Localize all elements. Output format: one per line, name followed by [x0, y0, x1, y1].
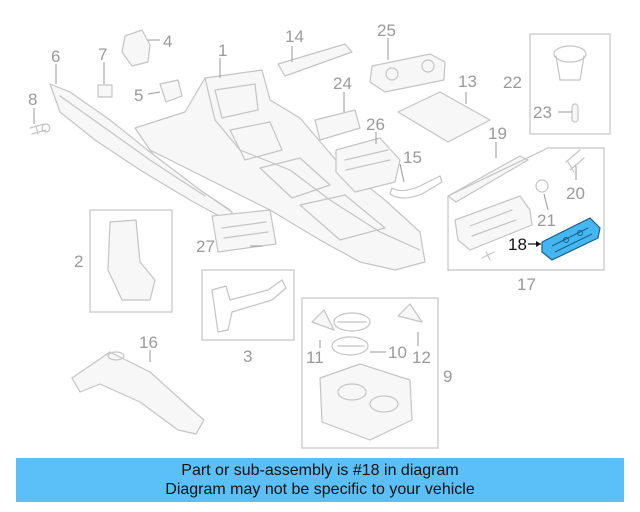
part-insert-23	[571, 103, 579, 123]
callout-10: 10	[388, 343, 407, 362]
group-box-3	[201, 269, 295, 341]
leader-21	[543, 193, 549, 211]
callout-18[interactable]: 18	[508, 235, 527, 254]
group-box-9	[301, 297, 439, 449]
part-pad-13	[397, 91, 491, 143]
part-bracket-4	[121, 29, 151, 67]
part-bracket-2	[107, 219, 156, 301]
part-center-console	[134, 69, 426, 271]
part-socket-22	[553, 45, 587, 81]
banner-line-part-number: Part or sub-assembly is #18 in diagram	[181, 462, 459, 479]
group-box-2	[89, 209, 173, 313]
callout-2: 2	[74, 252, 83, 271]
part-fastener-21	[535, 179, 549, 193]
leader-15	[399, 163, 405, 183]
part-bracket-3	[211, 279, 287, 333]
part-clip-5	[159, 79, 183, 103]
callout-8: 8	[28, 90, 37, 109]
callout-15: 15	[403, 148, 422, 167]
group-box-22	[529, 33, 611, 135]
callout-12: 12	[412, 348, 431, 367]
callout-22: 22	[503, 73, 522, 92]
group-box-17	[447, 147, 605, 271]
part-screw-8	[29, 123, 51, 135]
part-usb-module-17	[454, 195, 533, 251]
callout-20: 20	[566, 184, 585, 203]
callout-27: 27	[196, 237, 215, 256]
callout-9: 9	[443, 367, 452, 386]
part-insert-11	[311, 309, 335, 331]
part-panel-14	[277, 43, 353, 77]
callout-1: 1	[218, 41, 227, 60]
part-insert-12	[397, 303, 423, 323]
part-connector-20	[565, 149, 585, 173]
part-18-highlighted[interactable]	[541, 217, 601, 261]
callout-16: 16	[139, 333, 158, 352]
callout-26: 26	[366, 115, 385, 134]
callout-25: 25	[377, 21, 396, 40]
callout-6: 6	[51, 47, 60, 66]
callout-23: 23	[533, 103, 552, 122]
part-mat-10	[331, 312, 371, 356]
part-switch-24	[314, 109, 361, 141]
callout-19: 19	[488, 124, 507, 143]
part-clip-7	[97, 84, 113, 98]
callout-7: 7	[98, 45, 107, 64]
parts-diagram: 1 2 3 4 5 6 7 8 9 10 11 12 13 14 15 16 1…	[28, 21, 611, 449]
part-switch-27	[211, 209, 277, 253]
callout-14: 14	[285, 27, 304, 46]
part-cupholder-9	[319, 363, 413, 441]
part-switch-panel-26	[335, 137, 401, 193]
callout-11: 11	[306, 348, 324, 367]
info-banner: Part or sub-assembly is #18 in diagram D…	[16, 458, 624, 502]
callout-17: 17	[517, 275, 536, 294]
part-screw-17	[481, 251, 495, 261]
part-air-duct-16	[71, 351, 205, 435]
callout-24: 24	[333, 74, 352, 93]
part-handle-15	[389, 175, 443, 199]
callout-13: 13	[458, 72, 477, 91]
callout-4: 4	[163, 32, 172, 51]
callout-21: 21	[537, 211, 556, 230]
leader-5	[147, 91, 161, 95]
leader-arrow-18	[536, 241, 541, 247]
callout-5: 5	[134, 86, 143, 105]
callout-3: 3	[243, 347, 252, 366]
part-control-unit-25	[369, 53, 446, 93]
banner-line-disclaimer: Diagram may not be specific to your vehi…	[165, 481, 475, 498]
